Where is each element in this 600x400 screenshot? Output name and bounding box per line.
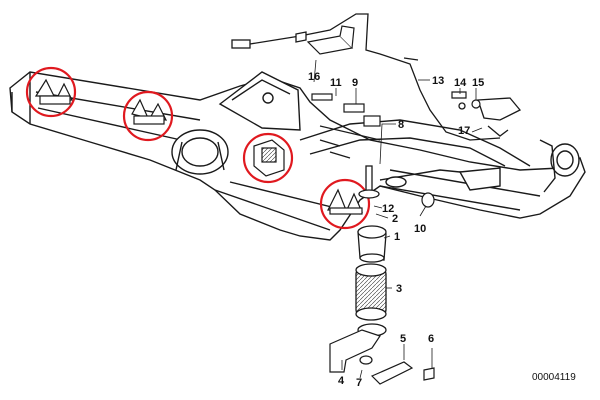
callout-15: 15	[472, 77, 484, 89]
sensor-cable	[231, 13, 522, 141]
callout-11: 11	[330, 77, 342, 89]
leader-lines	[313, 59, 483, 379]
callout-6: 6	[428, 333, 434, 345]
highlight-circle-rubber-mount	[242, 132, 294, 184]
callout-5: 5	[400, 333, 406, 345]
callout-8: 8	[398, 119, 404, 131]
callout-3: 3	[396, 283, 402, 295]
callout-2: 2	[392, 213, 398, 225]
highlight-circle-rear-bracket	[319, 178, 371, 230]
mount-bracket-center	[131, 98, 168, 125]
callout-14: 14	[454, 77, 467, 89]
callout-9: 9	[352, 77, 358, 89]
mount-bracket-left	[34, 78, 73, 105]
callout-4: 4	[338, 375, 345, 387]
cable-clip	[306, 25, 355, 55]
shock-absorber-stack	[355, 165, 387, 337]
rear-subframe	[9, 71, 586, 241]
callout-12: 12	[382, 203, 394, 215]
callout-7: 7	[356, 377, 362, 389]
callout-1: 1	[394, 231, 400, 243]
callout-17: 17	[458, 125, 470, 137]
callout-labels: 1 2 3 4 5 6 7 8 9 10 11 12 13 14 15 16 1…	[308, 71, 484, 389]
highlight-circle-center-bracket	[122, 90, 174, 142]
highlight-circle-left-bracket	[25, 66, 77, 118]
document-number: 00004119	[532, 372, 576, 383]
lower-bracket-parts	[329, 329, 435, 385]
highlight-circles	[25, 66, 371, 230]
mount-bracket-rear	[327, 188, 363, 215]
callout-13: 13	[432, 75, 444, 87]
callout-16: 16	[308, 71, 320, 83]
mount-bracket-rubber	[253, 139, 285, 177]
hardware	[311, 91, 481, 208]
callout-10: 10	[414, 223, 426, 235]
